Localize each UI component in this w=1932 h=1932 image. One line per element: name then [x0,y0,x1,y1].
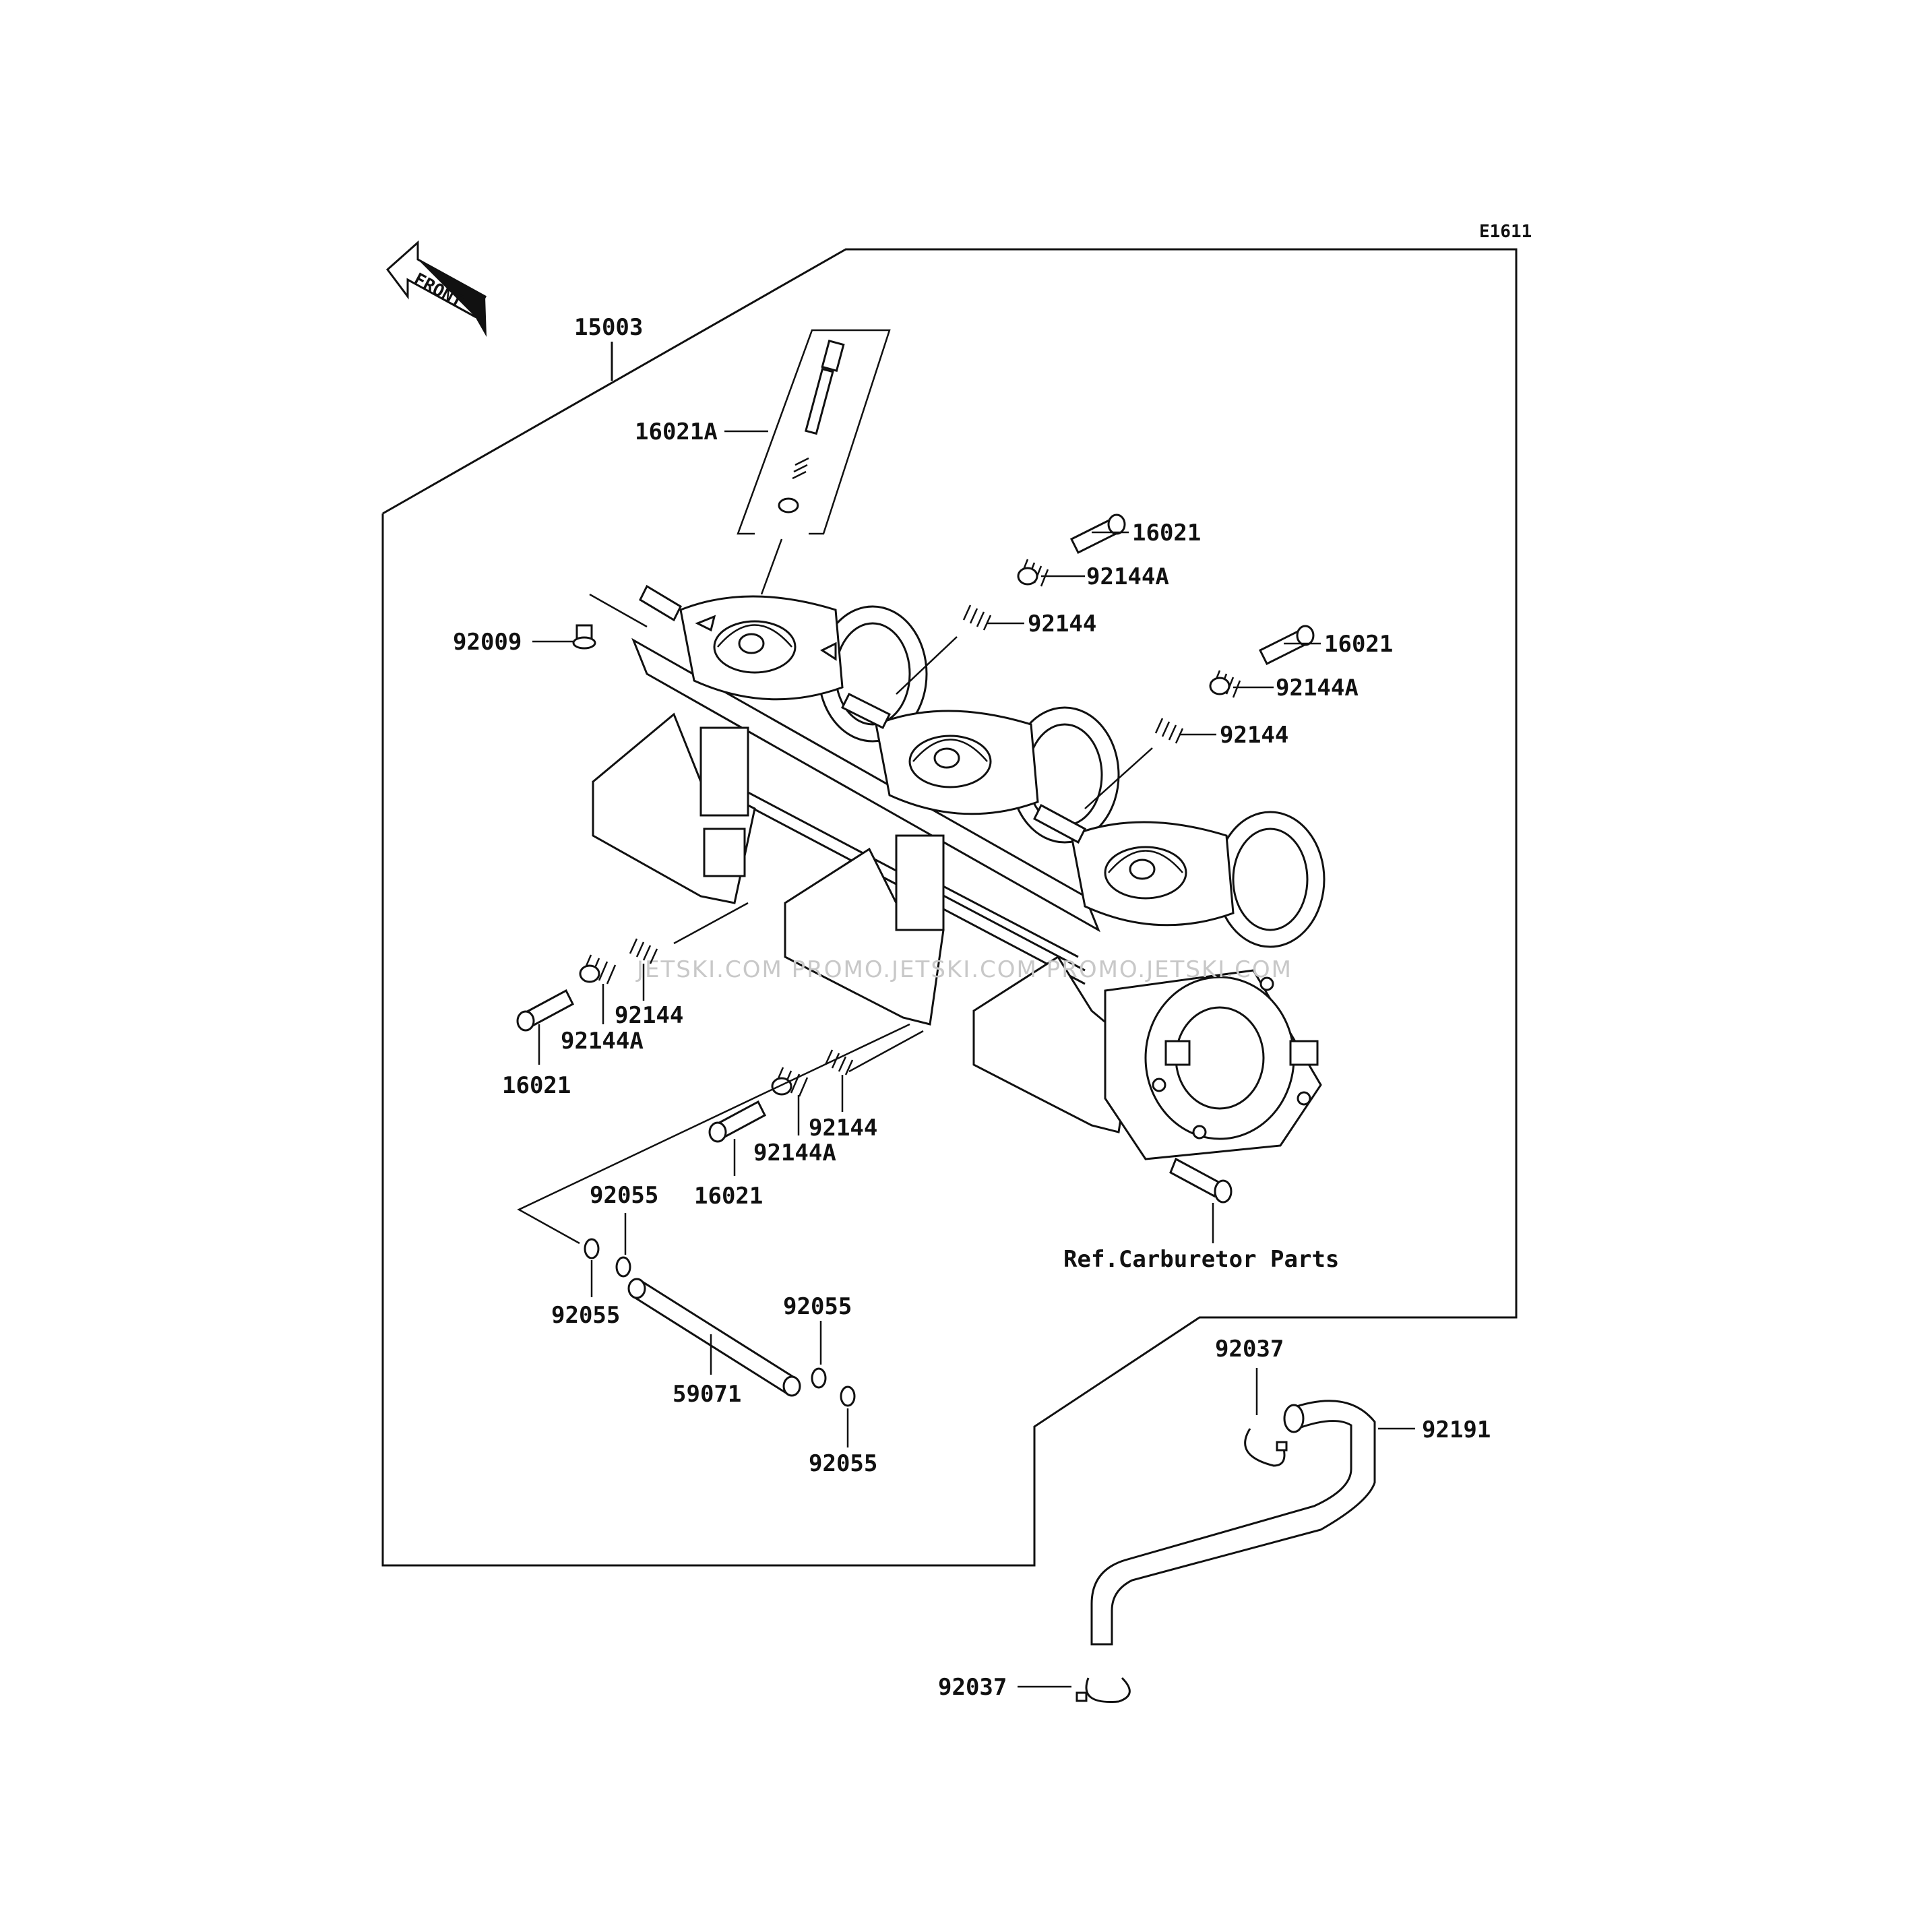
callout-92191: 92191 [1422,1416,1491,1443]
callout-92144A-mid: 92144A [1276,675,1359,702]
callout-92144-center: 92144 [809,1115,877,1142]
callout-92144A-top: 92144A [1086,563,1169,590]
callout-15003: 15003 [574,314,643,341]
carburetor-body-1 [592,595,928,904]
callout-92055-1: 92055 [551,1302,620,1329]
screw-icon [708,1100,766,1143]
callout-16021A: 16021A [635,418,718,445]
oring-icon [840,1385,856,1407]
callout-92055-3: 92055 [783,1293,852,1320]
spring-icon [824,1049,854,1076]
callout-92037-bottom: 92037 [938,1674,1007,1701]
oring-icon [615,1256,631,1278]
callout-92009: 92009 [453,629,522,656]
callout-16021-top: 16021 [1132,520,1201,547]
callout-92055-2: 92055 [590,1182,658,1209]
spring-icon [1209,670,1241,698]
carburetor-body-2 [784,706,1120,1026]
callout-59071: 59071 [673,1381,741,1408]
hose-icon [1090,1400,1376,1646]
spring-icon [1017,559,1049,587]
spring-icon [1154,718,1184,744]
spring-icon [629,938,658,964]
carburetor-body-3 [972,811,1326,1160]
callout-92144-mid: 92144 [1220,722,1288,749]
callout-92055-4: 92055 [809,1450,877,1477]
fuel-pipe-icon [627,1278,801,1397]
plug-icon [572,624,596,650]
screw-icon [516,989,574,1032]
spring-icon [962,604,992,631]
callout-92037-top: 92037 [1215,1336,1284,1363]
reference-note: Ref.Carburetor Parts [1063,1246,1339,1273]
screw-icon [1258,625,1315,666]
callout-16021-center: 16021 [694,1183,763,1210]
pilot-screw-icon [778,339,845,513]
callout-16021-left: 16021 [502,1072,571,1099]
carburetor-assembly-drawing: JETSKI.COM PROMO.JETSKI.COM PROMO.JETSKI… [592,584,1326,1204]
diagram-code: E1611 [1479,222,1532,242]
callout-92144-top: 92144 [1028,611,1096,637]
front-arrow-icon: FRONT [385,240,487,337]
callout-92144A-center: 92144A [753,1140,836,1166]
assembly-boundary [381,248,1518,1567]
callout-92144-left: 92144 [615,1002,683,1029]
clamp-icon [1244,1428,1288,1467]
callout-16021-mid: 16021 [1324,631,1393,658]
spring-icon [579,954,617,985]
oring-icon [811,1367,827,1389]
watermark: JETSKI.COM PROMO.JETSKI.COM PROMO.JETSKI… [635,956,1292,983]
clamp-icon [1076,1677,1131,1704]
callout-92144A-left: 92144A [561,1028,644,1055]
oring-icon [584,1238,600,1259]
pilot-kit-box [737,329,891,535]
screw-icon [1069,513,1126,555]
